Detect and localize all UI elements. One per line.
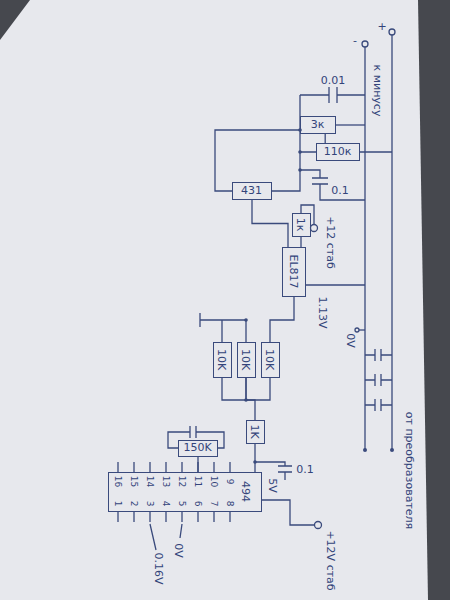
pin-number: 10 — [209, 475, 220, 486]
value-label: + — [377, 20, 386, 33]
pin-number: 15 — [129, 475, 140, 486]
value-label: 0.1 — [296, 463, 314, 476]
resistor-symbol: 110к — [316, 143, 360, 161]
pin-number: 11 — [193, 475, 204, 486]
regulator-symbol: 431 — [232, 182, 272, 200]
value-label: 5V — [266, 478, 279, 493]
value-label: 0V — [344, 333, 357, 348]
pin-number: 4 — [161, 500, 172, 506]
wire-connector — [270, 297, 294, 342]
resistor-symbol: 3к — [300, 116, 336, 134]
pin-stub — [181, 462, 182, 522]
component-label: 3к — [311, 118, 325, 131]
pin-number: 12 — [177, 475, 188, 486]
value-label: 1.13V — [316, 296, 329, 328]
resistor-symbol: 150K — [178, 440, 218, 457]
paper-sheet — [0, 0, 428, 600]
pin-number: 2 — [129, 500, 140, 506]
pin-stub — [213, 462, 214, 522]
pin-number: 8 — [225, 500, 236, 506]
wire-connector — [325, 134, 326, 143]
component-label: 10K — [239, 349, 252, 370]
pin-number: 3 — [145, 500, 156, 506]
resistor-symbol: 10K — [213, 342, 232, 378]
resistor-symbol: 1K — [246, 420, 265, 444]
value-label: к минусу — [372, 64, 385, 116]
pin-stub — [229, 462, 230, 522]
component-label: 1к — [294, 218, 307, 232]
value-label: +12V стаб — [324, 530, 337, 590]
wire-connector — [252, 200, 288, 247]
wire-connector — [300, 237, 301, 247]
value-label: 0.16V — [152, 552, 165, 584]
value-label: 0V — [172, 543, 185, 558]
pin-stub — [165, 462, 166, 522]
pin-stub — [117, 462, 118, 522]
wire-connector — [246, 378, 255, 420]
pin-number: 1 — [113, 500, 124, 506]
component-label: 110к — [324, 145, 352, 158]
pin-stub — [149, 462, 150, 522]
value-label: 0.01 — [321, 74, 346, 87]
value-label: от преобразователя — [404, 411, 417, 528]
optocoupler-symbol: EL817 — [282, 247, 306, 297]
pin-number: 7 — [209, 500, 220, 506]
pin-stub — [133, 462, 134, 522]
component-label: 1K — [248, 424, 261, 438]
component-label: 494 — [239, 481, 252, 502]
component-label: 10K — [215, 349, 228, 370]
wire-connector — [197, 457, 198, 473]
pin-number: 16 — [113, 475, 124, 486]
resistor-symbol: 10K — [261, 342, 280, 378]
wire-connector — [254, 444, 255, 472]
pin-number: 6 — [193, 500, 204, 506]
value-label: - — [353, 34, 357, 47]
junction-dots — [244, 128, 394, 464]
pin-number: 9 — [225, 478, 236, 484]
value-label: 0.1 — [331, 184, 349, 197]
pin-number: 14 — [145, 475, 156, 486]
component-label: 150K — [183, 441, 211, 454]
pin-number: 5 — [177, 500, 188, 506]
component-label: EL817 — [287, 254, 300, 288]
component-label: 10K — [263, 349, 276, 370]
pin-number: 13 — [161, 475, 172, 486]
ic-pins — [118, 462, 230, 522]
value-label: +12 стаб — [324, 216, 337, 269]
component-label: 431 — [241, 184, 262, 197]
resistor-symbol: 10K — [237, 342, 256, 378]
resistor-symbol: 1к — [292, 213, 311, 237]
